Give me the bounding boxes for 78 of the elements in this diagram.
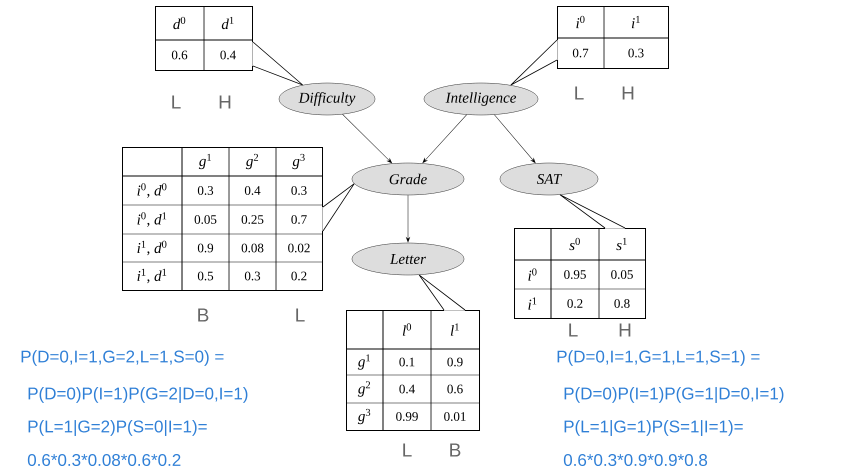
- formula-line: P(D=0,I=1,G=2,L=1,S=0) =: [22, 350, 224, 366]
- table-cell: 0.05: [611, 270, 633, 279]
- table-cell: 0.02: [288, 244, 310, 252]
- probability-table: [346, 310, 480, 431]
- table-cell: 0.08: [242, 244, 264, 252]
- state-letter: B: [198, 308, 208, 322]
- probability-table: [122, 146, 323, 291]
- state-letter: H: [620, 323, 630, 337]
- table-cell: 0.4: [220, 50, 236, 60]
- state-letter: L: [569, 323, 578, 337]
- table-cell: 0.2: [567, 299, 582, 308]
- formula-line: P(D=0)P(I=1)P(G=1|D=0,I=1): [564, 387, 784, 403]
- table-cell: 0.4: [244, 186, 260, 195]
- state-letter: B: [450, 443, 460, 457]
- formula-line: P(L=1|G=1)P(S=1|I=1)=: [564, 420, 743, 436]
- table-cell: 0.6: [172, 50, 188, 60]
- header-cell: i$^{0}$: [528, 268, 537, 281]
- probability-table: [154, 6, 253, 71]
- table-cell: 0.1: [399, 358, 414, 366]
- table-cell: 0.4: [399, 384, 415, 394]
- state-letter: L: [172, 95, 181, 109]
- header-cell: i$^{1}$, d$^{0}$: [137, 240, 166, 256]
- state-letter: H: [220, 95, 230, 109]
- probability-table: [556, 6, 669, 69]
- header-cell: i$^{1}$, d$^{1}$: [137, 268, 166, 284]
- header-cell: g$^{1}$: [358, 354, 370, 370]
- callout-pointer: [510, 40, 558, 86]
- table-cell: 0.25: [242, 215, 264, 224]
- table-cell: 0.3: [244, 272, 260, 280]
- table-cell: 0.3: [198, 186, 214, 195]
- table-cell: 0.9: [198, 244, 214, 252]
- header-cell: g$^{2}$: [246, 154, 258, 170]
- arrow: [494, 114, 536, 164]
- table-cell: 0.99: [396, 412, 418, 421]
- table-cell: 0.05: [194, 215, 216, 224]
- arrow: [406, 194, 410, 242]
- table-cell: 0.2: [291, 272, 306, 280]
- header-cell: l$^{1}$: [450, 323, 459, 336]
- header-cell: i$^{1}$: [528, 297, 536, 310]
- header-cell: i$^{0}$: [576, 16, 585, 28]
- header-cell: i$^{0}$, d$^{1}$: [137, 212, 166, 227]
- header-cell: s$^{1}$: [616, 238, 627, 250]
- header-cell: d$^{0}$: [173, 16, 186, 30]
- header-cell: l$^{0}$: [402, 323, 412, 336]
- formula-line: P(D=0)P(I=1)P(G=2|D=0,I=1): [28, 387, 248, 403]
- state-letter: L: [296, 308, 305, 322]
- table-cell: 0.95: [564, 270, 586, 279]
- header-cell: g$^{2}$: [358, 381, 370, 397]
- header-cell: g$^{3}$: [358, 408, 370, 424]
- callout-pointer: [560, 194, 626, 229]
- arrow: [342, 114, 392, 164]
- probability-table: [514, 228, 646, 319]
- callout-pointer: [322, 183, 355, 232]
- table-cell: 0.3: [291, 186, 307, 195]
- state-letter: L: [403, 443, 412, 457]
- table-cell: 0.3: [628, 48, 644, 58]
- state-letter: L: [575, 86, 584, 100]
- table-cell: 0.6: [447, 384, 463, 394]
- header-cell: g$^{1}$: [198, 154, 211, 170]
- table-cell: 0.7: [291, 215, 307, 224]
- header-cell: g$^{3}$: [292, 154, 305, 170]
- table-cell: 0.7: [572, 48, 588, 58]
- header-cell: i$^{0}$, d$^{0}$: [137, 183, 166, 198]
- header-cell: d$^{1}$: [222, 16, 234, 30]
- table-cell: 0.5: [198, 272, 214, 280]
- callout-pointer: [418, 274, 466, 311]
- callout-pointer: [252, 42, 304, 86]
- table-cell: 0.8: [614, 299, 630, 308]
- header-cell: i$^{1}$: [632, 16, 640, 28]
- table-cell: 0.9: [447, 358, 463, 366]
- formula-line: P(L=1|G=2)P(S=0|I=1)=: [28, 420, 207, 436]
- formula-line: P(D=0,I=1,G=1,L=1,S=1) =: [558, 350, 760, 366]
- arrow: [422, 114, 467, 164]
- formula-line: 0.6*0.3*0.9*0.9*0.8: [564, 454, 708, 466]
- state-letter: H: [622, 86, 634, 100]
- formula-line: 0.6*0.3*0.08*0.6*0.2: [28, 454, 180, 466]
- header-cell: s$^{0}$: [569, 238, 580, 250]
- table-cell: 0.01: [444, 412, 466, 421]
